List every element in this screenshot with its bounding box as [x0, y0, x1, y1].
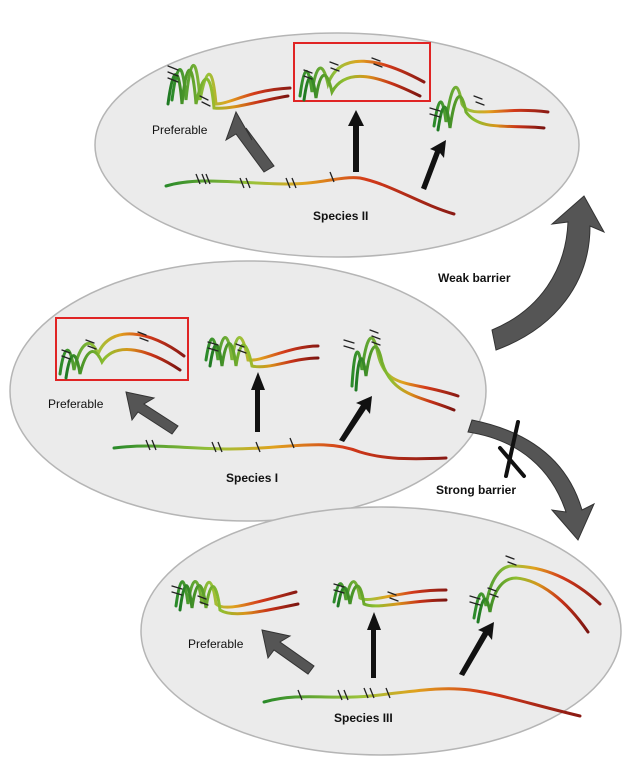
species-ii-arrow-middle — [348, 110, 364, 172]
species-ii-ellipse — [94, 32, 580, 258]
species-i-preferable-arrow — [125, 391, 179, 435]
species-ii-group: Preferable Species II — [94, 32, 580, 258]
species-ii-arrow-right — [421, 140, 446, 190]
species-ii-highlight-box — [293, 42, 431, 102]
weak-barrier-arrow — [491, 195, 606, 351]
species-i-arrow-right — [339, 396, 372, 442]
species-i-group: Preferable Species I — [9, 260, 487, 522]
species-iii-strand — [262, 687, 582, 718]
species-i-highlight-box — [55, 317, 189, 381]
species-i-label: Species I — [226, 471, 278, 485]
species-iii-structure-middle — [332, 580, 448, 608]
species-iii-arrow-middle — [367, 612, 381, 678]
weak-barrier-transition: Weak barrier — [438, 195, 606, 351]
species-ii-preferable-arrow — [225, 110, 275, 173]
species-ii-label: Species II — [313, 209, 368, 223]
species-iii-group: Preferable Species III — [140, 506, 622, 756]
species-i-structure-highlighted — [58, 331, 186, 380]
species-i-ellipse — [9, 260, 487, 522]
species-ii-structure-right — [429, 86, 550, 132]
weak-barrier-label: Weak barrier — [438, 271, 511, 285]
species-iii-label: Species III — [334, 711, 393, 725]
species-i-arrow-middle — [251, 372, 265, 432]
species-i-structure-middle — [204, 336, 320, 369]
species-ii-strand — [164, 171, 456, 216]
species-ii-structure-highlighted — [298, 57, 426, 102]
species-iii-structure-right — [469, 555, 602, 634]
species-ii-preferable-label: Preferable — [152, 123, 208, 137]
x-mark-icon — [498, 420, 526, 478]
strong-barrier-label: Strong barrier — [436, 483, 516, 497]
species-i-structure-right — [343, 329, 460, 412]
strong-barrier-transition: Strong barrier — [436, 419, 596, 541]
species-iii-preferable-arrow — [261, 629, 315, 675]
species-i-preferable-label: Preferable — [48, 397, 104, 411]
species-iii-arrow-right — [459, 622, 494, 676]
species-iii-structure-preferable — [171, 580, 300, 616]
species-iii-preferable-label: Preferable — [188, 637, 244, 651]
species-ii-structure-preferable — [166, 63, 292, 110]
species-i-strand — [112, 437, 448, 461]
